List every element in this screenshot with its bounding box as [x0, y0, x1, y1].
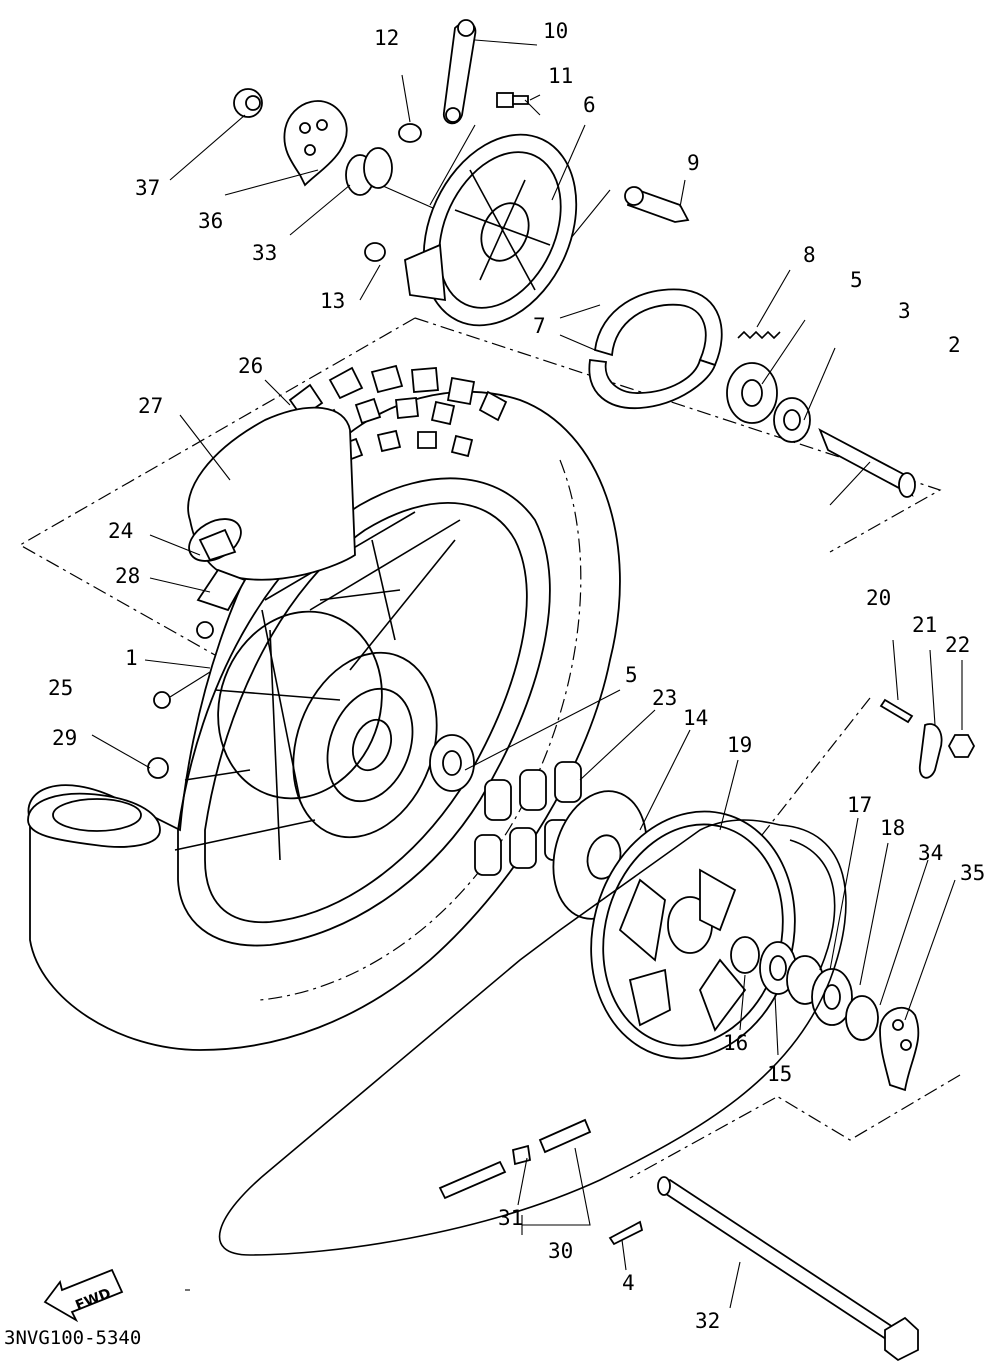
bearing-5-lower [429, 734, 475, 792]
master-link [438, 1118, 592, 1200]
rim-lock-nut [147, 757, 169, 779]
callout-14: 14 [683, 706, 708, 730]
callout-12: 12 [374, 26, 399, 50]
callout-31: 31 [498, 1206, 523, 1230]
bolt-11 [496, 92, 529, 108]
nut-22 [947, 734, 976, 758]
callout-5-upper: 5 [850, 268, 863, 292]
drive-chain [218, 819, 847, 1256]
callout-23: 23 [652, 686, 677, 710]
rear-axle [657, 1176, 919, 1362]
nut-13 [364, 242, 386, 262]
callout-15: 15 [767, 1062, 792, 1086]
bearing-5-upper [726, 362, 778, 424]
callout-33: 33 [252, 241, 277, 265]
callout-30: 30 [548, 1239, 573, 1263]
stud-20 [879, 698, 914, 724]
callout-37: 37 [135, 176, 160, 200]
cotter-pin [608, 1220, 644, 1246]
nut-12 [398, 123, 422, 143]
callout-3: 3 [898, 299, 911, 323]
callout-29: 29 [52, 726, 77, 750]
nut-37 [233, 88, 263, 118]
callout-9: 9 [687, 151, 700, 175]
wheel-assembly [27, 364, 621, 1051]
brake-camshaft [624, 186, 690, 223]
spoke-nipple [153, 691, 171, 709]
callout-7: 7 [533, 314, 546, 338]
callout-36: 36 [198, 209, 223, 233]
callout-25: 25 [48, 676, 73, 700]
callout-34: 34 [918, 841, 943, 865]
chain-puller-35 [879, 1006, 920, 1092]
collar-34 [845, 995, 879, 1041]
callout-20: 20 [866, 586, 891, 610]
callout-11: 11 [548, 64, 573, 88]
diagram-code: 3NVG100-5340 [4, 1327, 141, 1349]
callout-2: 2 [948, 333, 961, 357]
callout-32: 32 [695, 1309, 720, 1333]
callout-8: 8 [803, 243, 816, 267]
callout-6: 6 [583, 93, 596, 117]
callout-35: 35 [960, 861, 985, 885]
chain-puller-36 [283, 100, 348, 187]
seal-18 [811, 968, 853, 1026]
callout-21: 21 [912, 613, 937, 637]
callout-22: 22 [945, 633, 970, 657]
callout-19: 19 [727, 733, 752, 757]
callout-labels: 1 2 3 4 5 5 6 7 8 9 10 11 12 13 14 15 16… [48, 19, 985, 1333]
callout-17: 17 [847, 793, 872, 817]
callout-10: 10 [543, 19, 568, 43]
callout-5-lower: 5 [625, 663, 638, 687]
callout-16: 16 [723, 1031, 748, 1055]
callout-18: 18 [880, 816, 905, 840]
oil-seal-3 [773, 397, 811, 443]
forward-direction-arrow: FWD [43, 1268, 124, 1323]
brake-cam-lever [443, 19, 477, 125]
callout-1: 1 [125, 646, 138, 670]
callout-13: 13 [320, 289, 345, 313]
collar-33 [345, 147, 393, 196]
leader-lines [91, 39, 963, 1309]
brake-shoes [588, 288, 723, 409]
spacer-2 [818, 428, 916, 498]
lock-plate-21 [918, 723, 943, 779]
rear-sprocket [590, 810, 796, 1060]
callout-24: 24 [108, 519, 133, 543]
callout-4: 4 [622, 1271, 635, 1295]
brake-shoe-plate [404, 133, 578, 327]
brake-spring [737, 330, 781, 340]
collar-16 [730, 936, 760, 974]
callout-26: 26 [238, 354, 263, 378]
callout-27: 27 [138, 394, 163, 418]
callout-28: 28 [115, 564, 140, 588]
